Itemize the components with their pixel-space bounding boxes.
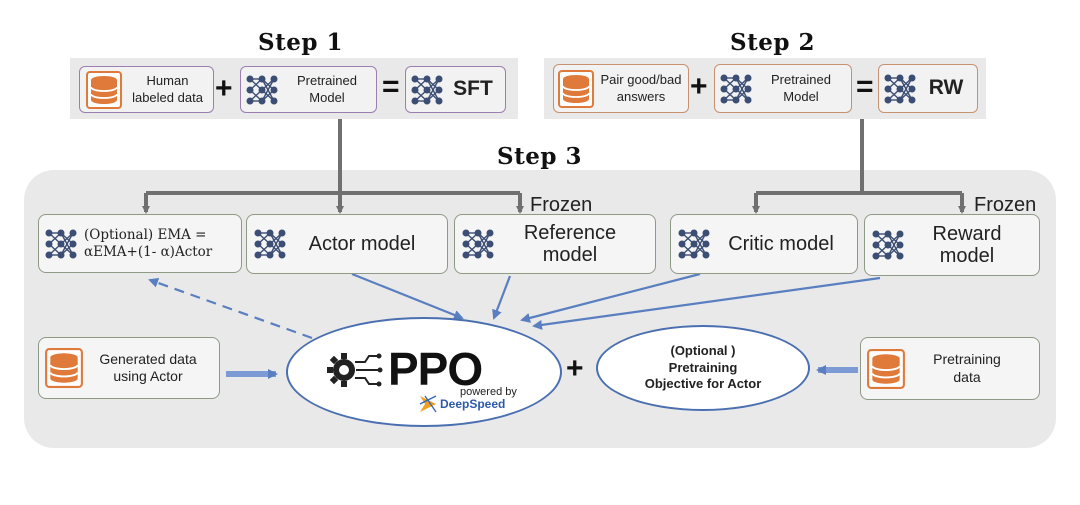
rw-branch-arrows	[752, 119, 966, 214]
step-1-title: Step 1	[258, 29, 343, 56]
neural-network-icon	[720, 74, 752, 103]
database-icon	[86, 70, 122, 109]
generated-data-box: Generated data using Actor	[38, 337, 220, 399]
step-2-model-line2: Model	[783, 88, 819, 104]
frozen-label-left: Frozen	[530, 194, 593, 216]
generated-data-line2: using Actor	[113, 368, 183, 384]
neural-network-icon	[254, 229, 286, 259]
human-labeled-data-box: Human labeled data	[79, 66, 214, 113]
neural-network-icon	[884, 74, 916, 103]
human-labeled-data-line2: labeled data	[132, 89, 203, 105]
sft-label: SFT	[453, 77, 493, 101]
reference-line2: model	[542, 244, 598, 266]
neural-network-icon	[45, 229, 77, 258]
neural-network-icon	[462, 229, 494, 259]
deepspeed-label: DeepSpeed	[440, 397, 506, 411]
database-icon	[45, 348, 83, 388]
pretraining-objective-ellipse: (Optional ) Pretraining Objective for Ac…	[596, 325, 810, 411]
sft-branch-arrows	[142, 119, 524, 214]
pretraining-objective-line2: Pretraining	[668, 359, 738, 375]
step-2-plus: +	[690, 70, 708, 103]
ema-line2: αEMA+(1- α)Actor	[84, 243, 213, 260]
gear-circuit-icon	[327, 353, 383, 387]
reference-model-box: Reference model	[454, 214, 656, 274]
pair-answers-box: Pair good/bad answers	[553, 64, 689, 113]
ppo-label: PPO	[388, 343, 483, 395]
reward-model-box: Reward model	[864, 214, 1040, 276]
neural-network-icon	[678, 229, 710, 259]
reward-line2: model	[939, 245, 995, 267]
step-3-plus: +	[566, 352, 584, 385]
ema-update-arrow	[148, 277, 313, 340]
ema-box: (Optional) EMA = αEMA+(1- α)Actor	[38, 214, 242, 273]
pretraining-objective-line1: (Optional )	[670, 342, 736, 358]
neural-network-icon	[246, 75, 278, 104]
human-labeled-data-line1: Human	[146, 73, 189, 89]
ema-line1: (Optional) EMA =	[84, 226, 207, 243]
pretraining-objective-line3: Objective for Actor	[644, 376, 762, 392]
pretraining-data-box: Pretraining data	[860, 337, 1040, 400]
deepspeed-logo-icon	[419, 395, 437, 413]
database-icon	[558, 69, 594, 108]
pair-answers-line1: Pair good/bad	[600, 72, 682, 88]
pair-answers-line2: answers	[616, 88, 666, 104]
frozen-label-right: Frozen	[974, 194, 1037, 216]
database-icon	[867, 348, 905, 389]
pretraining-data-line2: data	[953, 368, 981, 385]
neural-network-icon	[872, 230, 904, 260]
step-1-pretrained-model-box: Pretrained Model	[240, 66, 377, 113]
critic-model-label: Critic model	[728, 232, 834, 255]
reward-line1: Reward	[932, 223, 1002, 245]
rw-box: RW	[878, 64, 978, 113]
step-3-title: Step 3	[497, 143, 582, 170]
reference-line1: Reference	[523, 222, 617, 244]
actor-model-label: Actor model	[308, 232, 416, 255]
step-2-pretrained-model-box: Pretrained Model	[714, 64, 852, 113]
generated-data-line1: Generated data	[99, 350, 197, 367]
critic-model-box: Critic model	[670, 214, 858, 274]
step-2-equals: =	[856, 70, 874, 103]
step-2-title: Step 2	[730, 29, 815, 56]
step-1-plus: +	[215, 72, 233, 105]
rw-label: RW	[928, 76, 964, 100]
powered-by-label: powered by	[460, 386, 517, 398]
neural-network-icon	[411, 75, 443, 104]
ppo-input-arrows	[351, 272, 881, 330]
step-1-equals: =	[382, 70, 400, 103]
step-1-model-line1: Pretrained	[297, 73, 357, 89]
step-2-model-line1: Pretrained	[771, 72, 831, 88]
sft-box: SFT	[405, 66, 506, 113]
step-1-model-line2: Model	[309, 89, 345, 105]
pretraining-data-line1: Pretraining	[933, 351, 1001, 367]
actor-model-box: Actor model	[246, 214, 448, 274]
